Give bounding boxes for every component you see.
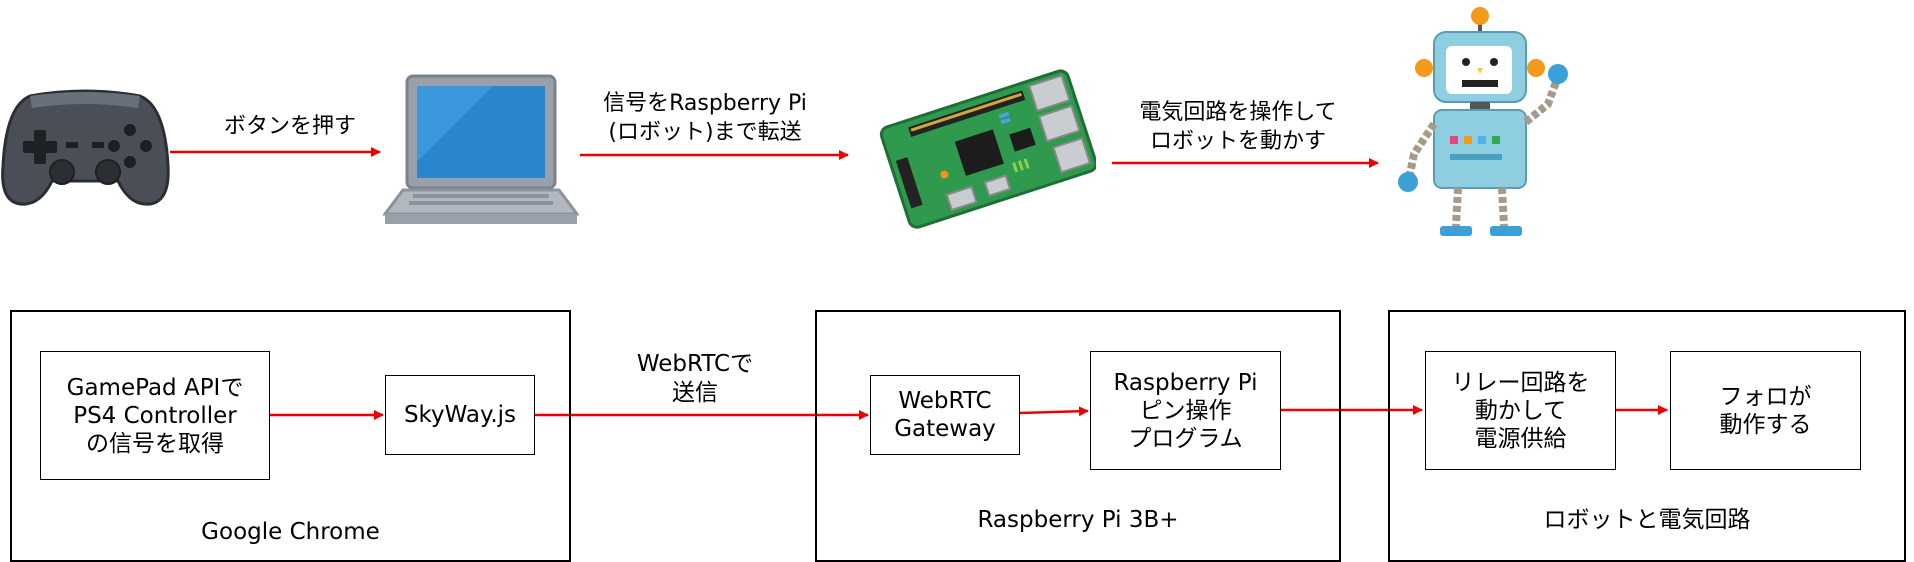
- label-line: (ロボット)まで転送: [608, 120, 802, 145]
- group-label-robot-circuit: ロボットと電気回路: [1543, 507, 1751, 533]
- label-press-button: ボタンを押す: [210, 112, 370, 141]
- label-line: 電気回路を操作して: [1139, 100, 1337, 125]
- node-follower-operates: フォロが 動作する: [1670, 351, 1861, 470]
- group-google-chrome: Google Chrome: [10, 310, 571, 562]
- robot-icon: [1398, 7, 1568, 236]
- label-line: ロボットを動かす: [1149, 129, 1326, 154]
- label-line: 信号をRaspberry Pi: [603, 91, 807, 116]
- raspberry-pi-board-icon: [879, 69, 1096, 229]
- label-transfer-signal: 信号をRaspberry Pi (ロボット)まで転送: [585, 89, 825, 147]
- arrow-gateway-to-pin-program: [1019, 406, 1089, 417]
- group-label-google-chrome: Google Chrome: [201, 519, 380, 545]
- node-webrtc-gateway: WebRTC Gateway: [870, 375, 1020, 455]
- label-line: ボタンを押す: [223, 114, 356, 139]
- group-raspberry-pi: Raspberry Pi 3B+: [815, 310, 1341, 562]
- group-label-raspberry-pi: Raspberry Pi 3B+: [977, 507, 1179, 533]
- node-gamepad-api: GamePad APIで PS4 Controller の信号を取得: [40, 351, 270, 480]
- node-pin-program: Raspberry Pi ピン操作 プログラム: [1090, 351, 1281, 470]
- gamepad-icon: [1, 89, 170, 206]
- label-operate-circuit: 電気回路を操作して ロボットを動かす: [1108, 98, 1368, 156]
- node-relay-circuit: リレー回路を 動かして 電源供給: [1425, 351, 1616, 470]
- label-line: WebRTCで: [636, 351, 754, 377]
- node-skyway-js: SkyWay.js: [385, 375, 535, 455]
- edge-label-webrtc: WebRTCで 送信: [600, 350, 790, 408]
- group-robot-circuit: ロボットと電気回路: [1388, 310, 1906, 562]
- label-line: 送信: [672, 380, 718, 406]
- laptop-icon: [383, 74, 579, 224]
